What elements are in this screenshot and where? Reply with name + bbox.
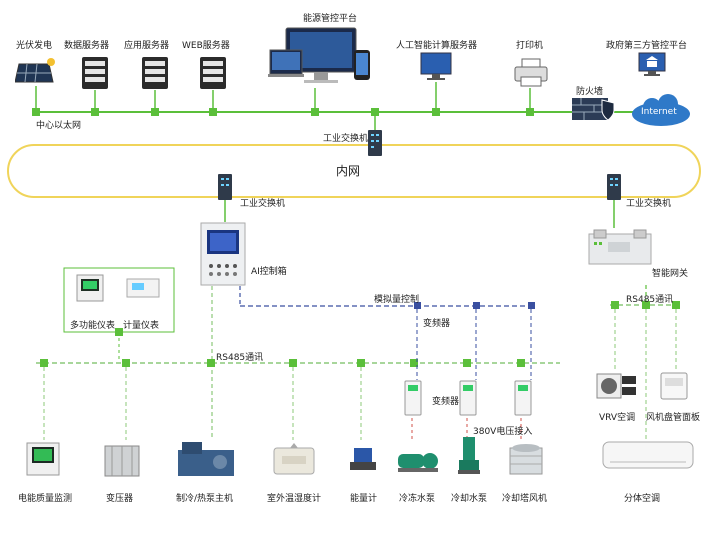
- left-switch-icon: [216, 174, 234, 200]
- ai-server-monitor-icon: [420, 52, 452, 82]
- cooling-pump-label: 冷却水泵: [451, 494, 488, 504]
- power-quality-monitor-icon: [26, 442, 60, 476]
- app-server-icon: [140, 56, 170, 90]
- core-switch-label: 工业交换机: [323, 134, 369, 144]
- transformer-label: 变压器: [106, 494, 134, 504]
- ai-control-box-icon: [200, 222, 246, 286]
- outdoor-thermo-icon: [272, 442, 316, 476]
- right-switch-label: 工业交换机: [626, 199, 672, 209]
- gateway-label: 智能网关: [652, 269, 689, 279]
- web-server-label: WEB服务器: [182, 41, 230, 51]
- energy-platform-label: 能源管控平台: [303, 14, 358, 24]
- split-ac-icon: [602, 440, 694, 472]
- chiller-icon: [176, 440, 236, 480]
- intranet-label: 内网: [336, 164, 361, 178]
- ethernet-label: 中心以太网: [36, 121, 82, 131]
- analog-control-label: 模拟量控制: [374, 295, 420, 305]
- firewall-label: 防火墙: [576, 87, 604, 97]
- energy-meter-icon: [348, 446, 378, 474]
- multi-function-meter-icon: [76, 274, 104, 302]
- gov-platform-label: 政府第三方管控平台: [606, 41, 688, 51]
- web-server-icon: [198, 56, 228, 90]
- data-server-icon: [80, 56, 110, 90]
- vfd-mid-label: 变频器: [432, 397, 460, 407]
- rs485-right-label: RS485通讯: [626, 295, 674, 305]
- top-drops: [35, 82, 531, 130]
- smart-gateway-icon: [588, 228, 652, 268]
- fan-coil-panel-icon: [660, 372, 688, 400]
- metering-meter-icon: [126, 278, 160, 298]
- right-switch-icon: [605, 174, 623, 200]
- vrv-label: VRV空调: [599, 413, 636, 423]
- tower-fan-label: 冷却塔风机: [502, 494, 548, 504]
- power-quality-label: 电能质量监测: [18, 494, 73, 504]
- ai-server-label: 人工智能计算服务器: [396, 41, 478, 51]
- vfd-top-label: 变频器: [423, 319, 451, 329]
- cooling-water-pump-icon: [458, 436, 480, 476]
- chiller-label: 制冷/热泵主机: [176, 494, 234, 504]
- internet-label: Internet: [641, 107, 677, 117]
- platform-screens-icon: [268, 26, 376, 88]
- transformer-icon: [104, 442, 140, 478]
- printer-label: 打印机: [516, 41, 544, 51]
- pv-label: 光伏发电: [16, 41, 53, 51]
- trunk-nodes: [32, 108, 534, 116]
- cooling-tower-fan-icon: [508, 440, 544, 476]
- core-switch-icon: [366, 130, 384, 156]
- vfd-3-icon: [514, 380, 532, 416]
- app-server-label: 应用服务器: [124, 41, 170, 51]
- gov-platform-icon: [638, 52, 666, 78]
- thermo-label: 室外温湿度计: [267, 494, 322, 504]
- chilled-water-pump-icon: [396, 444, 440, 474]
- rs485-left-label: RS485通讯: [216, 353, 264, 363]
- intranet-ring: [7, 144, 701, 198]
- solar-panel-icon: [14, 58, 57, 88]
- vrv-ac-icon: [596, 372, 638, 400]
- fan-coil-label: 风机盘管面板: [646, 413, 701, 423]
- printer-icon: [514, 58, 548, 88]
- multi-meter-label: 多功能仪表: [70, 321, 116, 331]
- ai-box-label: AI控制箱: [251, 267, 287, 277]
- internet-cloud-icon: [630, 94, 692, 128]
- metering-meter-label: 计量仪表: [123, 321, 160, 331]
- chilled-pump-label: 冷冻水泵: [399, 494, 436, 504]
- data-server-label: 数据服务器: [64, 41, 110, 51]
- left-switch-label: 工业交换机: [240, 199, 286, 209]
- firewall-icon: [572, 96, 616, 122]
- vfd-1-icon: [404, 380, 422, 416]
- energy-meter-label: 能量计: [350, 494, 378, 504]
- power-380-label: 380V电压接入: [473, 427, 533, 437]
- split-ac-label: 分体空调: [624, 494, 661, 504]
- vfd-2-icon: [459, 380, 477, 416]
